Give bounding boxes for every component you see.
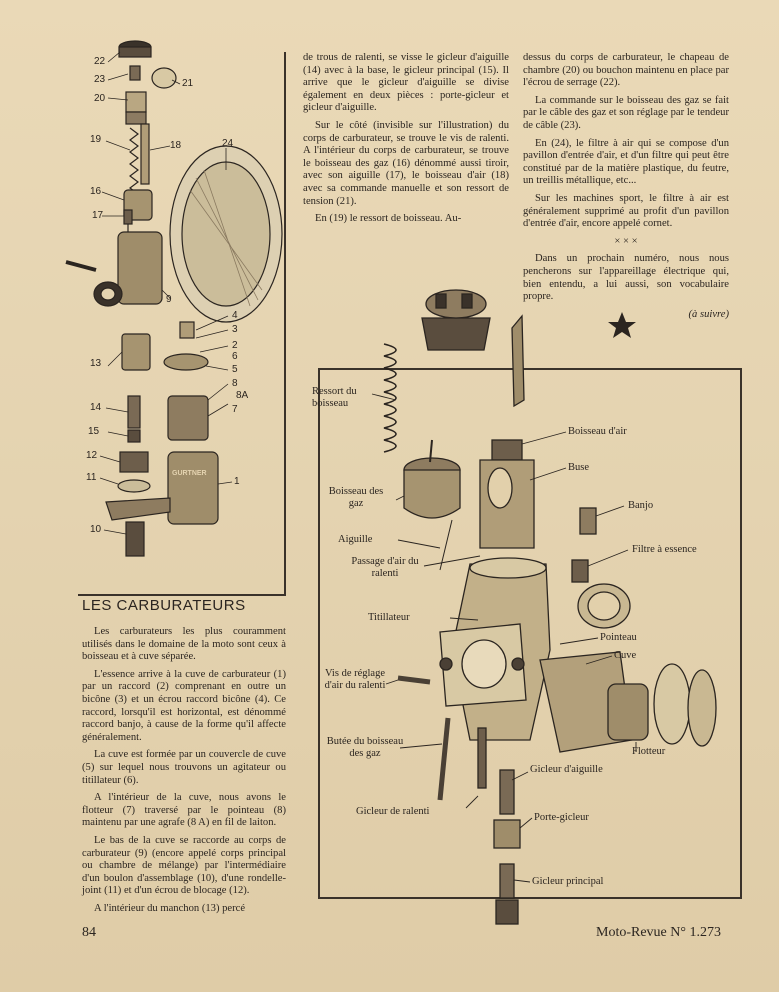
part-number: 10: [90, 524, 102, 535]
part-number: 20: [94, 93, 106, 104]
brand-label: GURTNER: [172, 470, 207, 477]
part-number: 8A: [236, 390, 249, 401]
label-gicleur-aiguille: Gicleur d'aiguille: [530, 764, 603, 775]
part-number: 23: [94, 74, 106, 85]
paragraph: En (24), le filtre à air qui se compose …: [523, 137, 729, 187]
part-number: 9: [166, 294, 172, 305]
paragraph: La commande sur le boisseau des gaz se f…: [523, 94, 729, 131]
label-gicleur-principal: Gicleur principal: [532, 876, 604, 887]
separator: × × ×: [614, 235, 638, 247]
part-number: 3: [232, 324, 238, 335]
paragraph: dessus du corps de carburateur, le chape…: [523, 52, 729, 89]
label-flotteur: Flotteur: [632, 746, 666, 757]
part-number: 12: [86, 450, 98, 461]
paragraph: Sur le côté (invisible sur l'illustratio…: [303, 119, 509, 207]
part-number: 5: [232, 364, 238, 375]
label-butee: Butée du boisseau des gaz: [326, 736, 404, 759]
paragraph: Le bas de la cuve se raccorde au corps d…: [82, 834, 286, 897]
label-passage-air: Passage d'air du ralenti: [351, 556, 419, 579]
label-pointeau: Pointeau: [600, 632, 637, 643]
paragraph: Dans un prochain numéro, nous nous pench…: [523, 253, 729, 303]
part-number: 19: [90, 134, 102, 145]
text-column-2: dessus du corps de carburateur, le chape…: [523, 52, 729, 326]
part-number: 16: [90, 186, 102, 197]
label-vis-reglage: Vis de réglage d'air du ralenti: [324, 668, 386, 691]
to-be-continued: (à suivre): [688, 308, 730, 320]
paragraph: En (19) le ressort de boisseau. Au-: [315, 213, 462, 225]
star-ornament: [608, 312, 636, 338]
text-column-3: Les carburateurs les plus couramment uti…: [82, 626, 286, 920]
label-filtre-essence: Filtre à essence: [632, 544, 697, 555]
paragraph: L'essence arrive à la cuve de carburateu…: [82, 668, 286, 743]
paragraph: Les carburateurs les plus couramment uti…: [82, 626, 286, 663]
paragraph: La cuve est formée par un couvercle de c…: [82, 749, 286, 786]
part-number: 22: [94, 56, 106, 67]
part-number: 13: [90, 358, 102, 369]
part-number: 24: [222, 138, 234, 149]
part-number: 8: [232, 378, 238, 389]
left-figure-frame: [78, 52, 286, 596]
part-number: 6: [232, 351, 238, 362]
part-number: 7: [232, 404, 238, 415]
label-titillateur: Titillateur: [368, 612, 410, 623]
label-boisseau-gaz: Boisseau des gaz: [328, 486, 384, 509]
section-heading: LES CARBURATEURS: [82, 597, 246, 614]
part-number: 2: [232, 340, 238, 351]
part-number: 11: [86, 472, 97, 483]
part-number: 4: [232, 310, 238, 321]
publication-name: Moto-Revue N° 1.273: [596, 925, 721, 940]
part-number: 21: [182, 78, 194, 89]
label-cuve: Cuve: [614, 650, 637, 661]
label-ressort: Ressort du boisseau: [312, 386, 357, 409]
label-boisseau-air: Boisseau d'air: [568, 426, 627, 437]
label-porte-gicleur: Porte-gicleur: [534, 812, 589, 823]
paragraph: de trous de ralenti, se visse le gicleur…: [303, 52, 509, 114]
part-number: 15: [88, 426, 100, 437]
page-number: 84: [82, 925, 96, 940]
part-number: 14: [90, 402, 102, 413]
right-figure-frame: [318, 368, 742, 899]
label-buse: Buse: [568, 462, 589, 473]
part-number: 1: [234, 476, 240, 487]
label-banjo: Banjo: [628, 500, 654, 511]
paragraph: Sur les machines sport, le filtre à air …: [523, 192, 729, 230]
part-number: 18: [170, 140, 182, 151]
text-column-1: de trous de ralenti, se visse le gicleur…: [303, 52, 509, 231]
label-gicleur-ralenti: Gicleur de ralenti: [356, 806, 430, 817]
paragraph: A l'intérieur de la cuve, nous avons le …: [82, 792, 286, 829]
part-number: 17: [92, 210, 104, 221]
paragraph: A l'intérieur du manchon (13) percé: [94, 902, 246, 914]
label-aiguille: Aiguille: [338, 534, 373, 545]
